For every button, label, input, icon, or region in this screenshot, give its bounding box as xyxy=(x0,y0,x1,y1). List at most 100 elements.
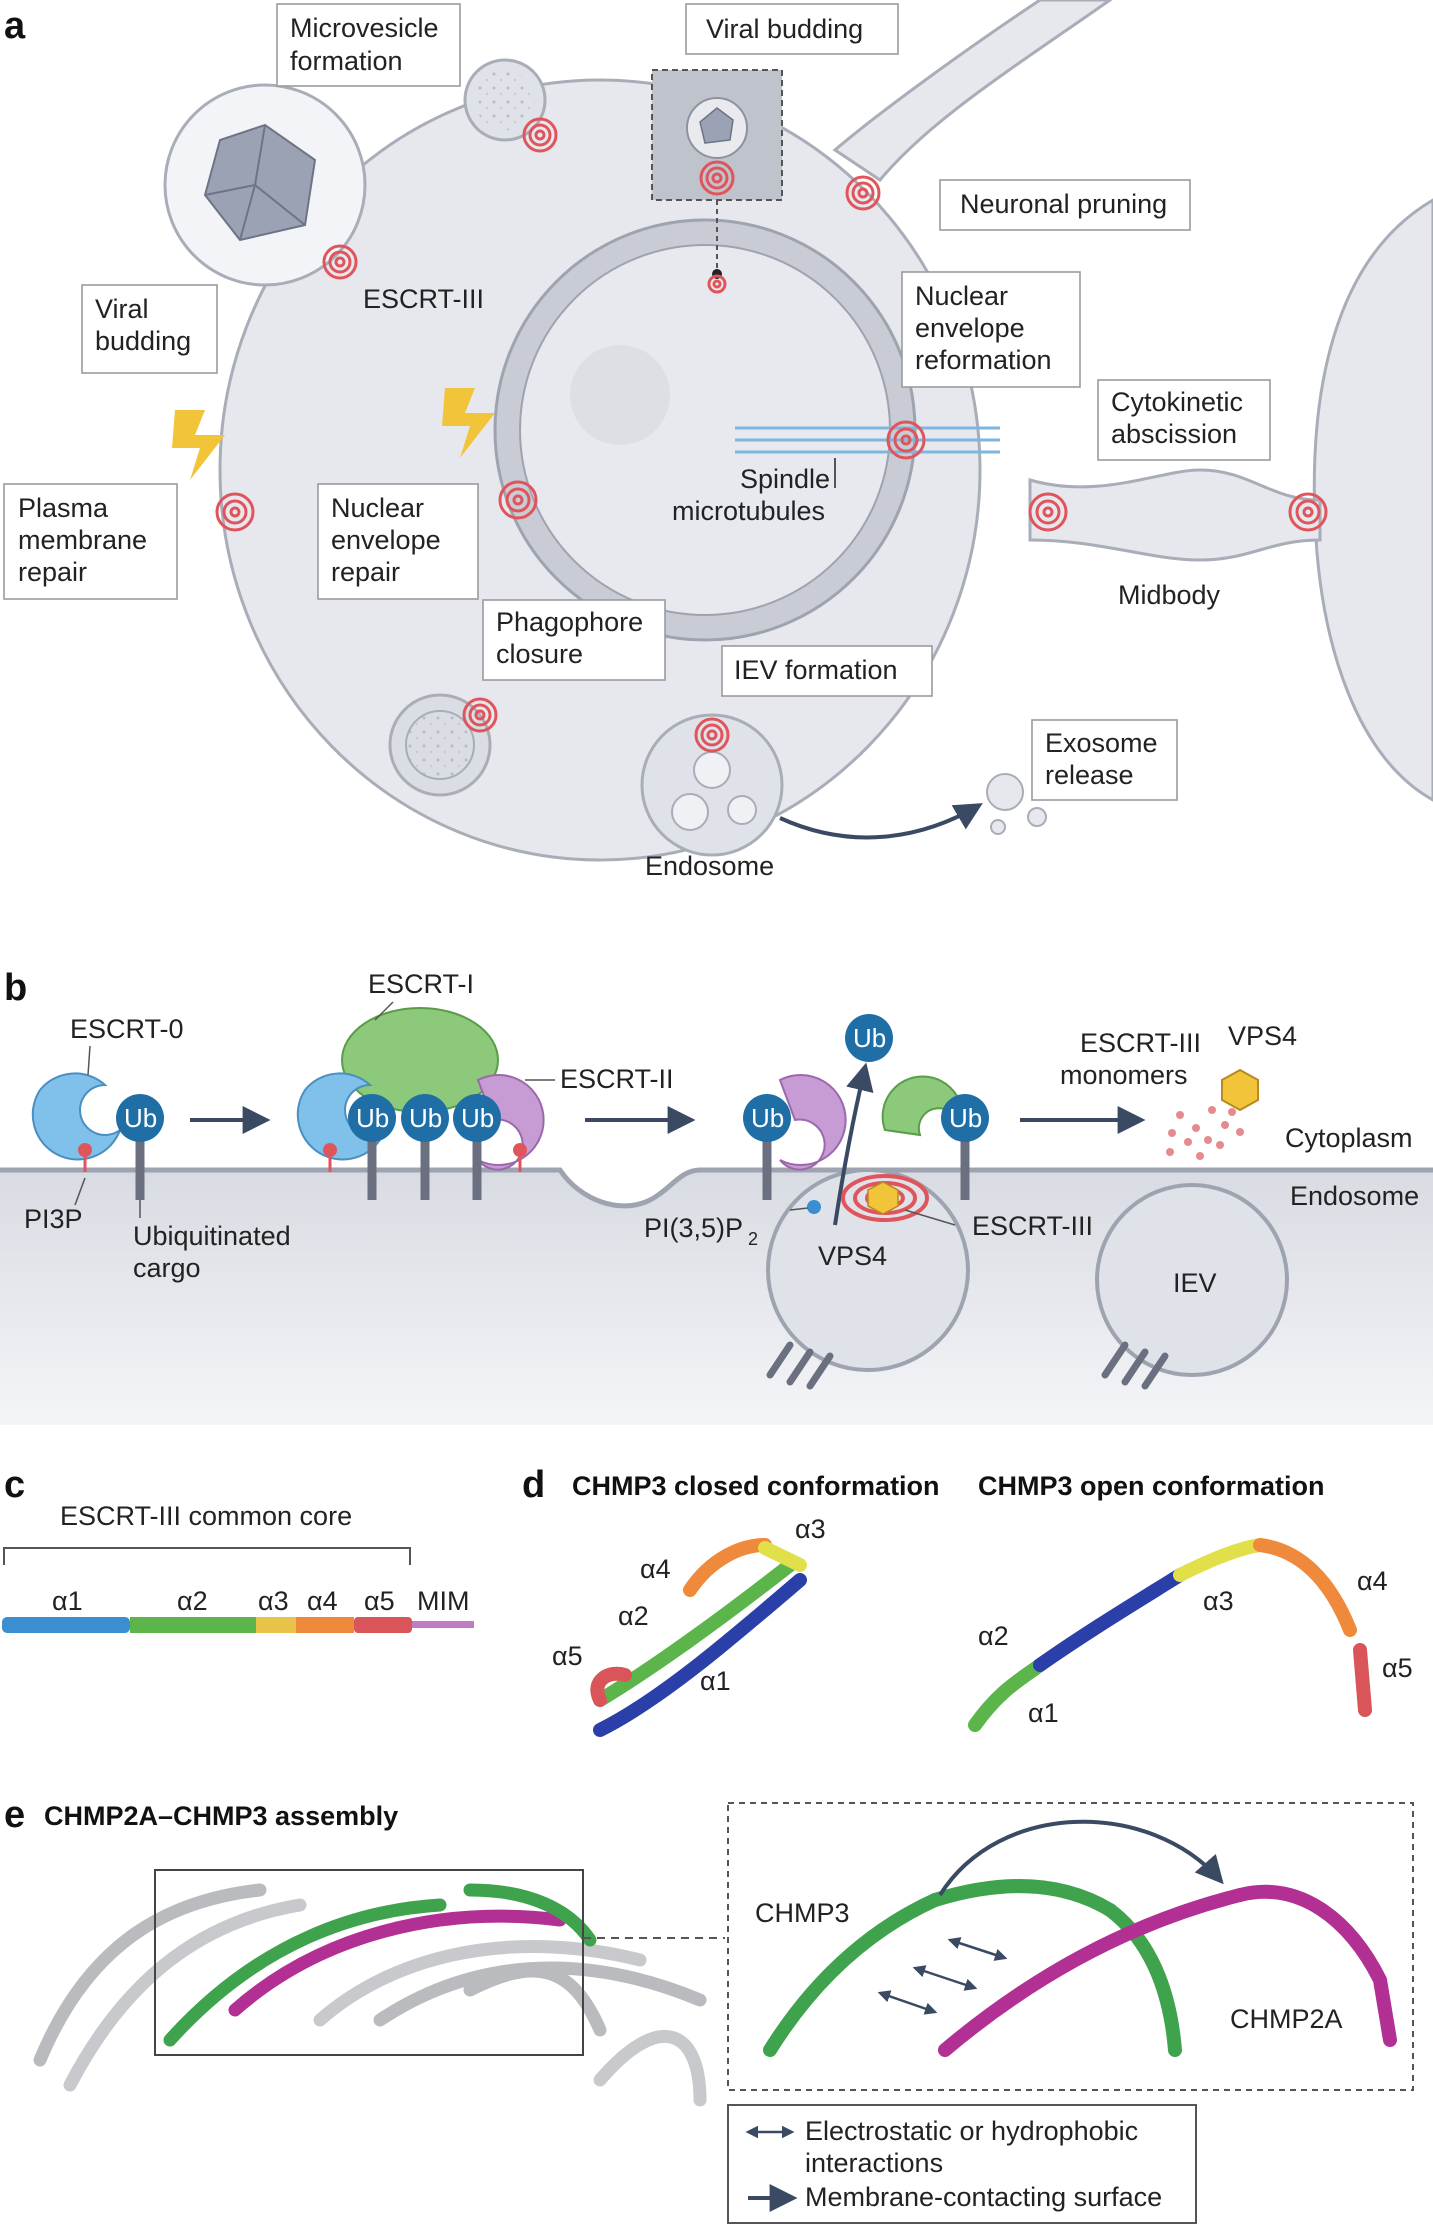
label-chmp2a: CHMP2A xyxy=(1230,2004,1343,2034)
escrt-spiral xyxy=(215,492,255,532)
panel-label-e: e xyxy=(4,1794,25,1836)
label-viral-budding-left: Viral budding xyxy=(81,284,218,374)
svg-text:Microvesicle: Microvesicle xyxy=(290,13,439,43)
escrt-spiral xyxy=(322,244,358,280)
label-viral-budding-top: Viral budding xyxy=(685,3,899,55)
ub-cargo-1: Ub xyxy=(116,1094,164,1200)
svg-text:Ub: Ub xyxy=(409,1103,442,1133)
svg-text:Ub: Ub xyxy=(356,1103,389,1133)
open-alpha5: α5 xyxy=(1382,1653,1413,1683)
closed-alpha4: α4 xyxy=(640,1554,671,1584)
label-nuclear-repair: Nuclear envelope repair xyxy=(317,483,479,600)
label-endosome-a: Endosome xyxy=(645,851,774,881)
svg-text:Ub: Ub xyxy=(124,1103,157,1133)
label-iev: IEV xyxy=(1173,1268,1217,1298)
label-vps4-b: VPS4 xyxy=(818,1241,887,1271)
chmp3-closed-structure xyxy=(590,1538,807,1737)
svg-text:Viral: Viral xyxy=(95,294,149,324)
svg-text:Spindle: Spindle xyxy=(740,464,830,494)
closed-alpha5: α5 xyxy=(552,1641,583,1671)
open-title: CHMP3 open conformation xyxy=(978,1471,1325,1501)
legend-single-label: Membrane-contacting surface xyxy=(805,2182,1162,2212)
closed-alpha3: α3 xyxy=(795,1514,826,1544)
label-pi3p: PI3P xyxy=(24,1204,83,1234)
label-phagophore: Phagophore closure xyxy=(482,599,666,681)
svg-text:membrane: membrane xyxy=(18,525,147,555)
svg-text:Phagophore: Phagophore xyxy=(496,607,643,637)
exosome-arrow xyxy=(779,803,983,840)
lightning-icon xyxy=(172,410,225,480)
core-bracket xyxy=(3,1547,411,1565)
escrt-spiral xyxy=(522,117,558,153)
assembly-zoom-box xyxy=(154,1869,584,2056)
label-nuclear-reformation: Nuclear envelope reformation xyxy=(901,271,1081,388)
label-midbody: Midbody xyxy=(1118,580,1221,610)
label-escrt3-a: ESCRT-III xyxy=(363,284,484,314)
label-escrt1: ESCRT-I xyxy=(368,969,474,999)
segment-alpha4 xyxy=(296,1617,354,1633)
closed-alpha2: α2 xyxy=(618,1601,649,1631)
label-plasma-repair: Plasma membrane repair xyxy=(3,483,178,600)
svg-text:Ub: Ub xyxy=(461,1103,494,1133)
label-alpha3: α3 xyxy=(258,1586,289,1616)
midbody-bridge xyxy=(1028,468,1322,562)
label-chmp3: CHMP3 xyxy=(755,1898,850,1928)
exosome xyxy=(990,819,1006,835)
panel-label-a: a xyxy=(4,5,26,47)
label-mim: MIM xyxy=(417,1586,469,1616)
vps4-icon xyxy=(1221,1068,1259,1112)
escrt-complex-2: Ub Ub Ub xyxy=(296,1007,545,1200)
label-spindle: Spindle microtubules xyxy=(672,458,836,526)
escrt-spiral xyxy=(1028,492,1068,532)
svg-text:Ub: Ub xyxy=(949,1103,982,1133)
open-alpha1: α1 xyxy=(1028,1698,1059,1728)
label-escrt2: ESCRT-II xyxy=(560,1064,674,1094)
svg-text:microtubules: microtubules xyxy=(672,496,825,526)
label-vps4-top: VPS4 xyxy=(1228,1021,1297,1051)
zoom-structures xyxy=(763,1879,1397,2057)
svg-text:repair: repair xyxy=(331,557,400,587)
svg-text:closure: closure xyxy=(496,639,583,669)
lightning-icon xyxy=(442,388,495,458)
label-escrt3-b: ESCRT-III xyxy=(972,1211,1093,1241)
svg-text:abscission: abscission xyxy=(1111,419,1237,449)
svg-text:Neuronal pruning: Neuronal pruning xyxy=(960,189,1167,219)
legend-double-label-1: Electrostatic or hydrophobic xyxy=(805,2116,1138,2146)
legend-double-label-2: interactions xyxy=(805,2148,943,2178)
svg-text:ESCRT-III: ESCRT-III xyxy=(1080,1028,1201,1058)
escrt-spiral xyxy=(886,420,926,460)
svg-text:Nuclear: Nuclear xyxy=(331,493,424,523)
assembly-title: CHMP2A–CHMP3 assembly xyxy=(44,1801,398,1831)
svg-text:Ubiquitinated: Ubiquitinated xyxy=(133,1221,291,1251)
segment-mim xyxy=(412,1621,474,1628)
chmp3-open-structure xyxy=(968,1538,1372,1732)
label-cargo: Ubiquitinated cargo xyxy=(133,1200,291,1283)
svg-text:envelope: envelope xyxy=(915,313,1025,343)
escrt3-monomers xyxy=(1166,1106,1244,1160)
escrt-spiral xyxy=(845,175,881,211)
membrane-surface-arrow xyxy=(938,1819,1224,1897)
escrt-complex-3: Ub Ub Ub xyxy=(743,1014,989,1226)
closed-alpha1: α1 xyxy=(700,1666,731,1696)
label-monomers: ESCRT-III monomers xyxy=(1060,1028,1201,1090)
svg-text:envelope: envelope xyxy=(331,525,441,555)
label-cytoplasm: Cytoplasm xyxy=(1285,1123,1413,1153)
segment-alpha2 xyxy=(130,1617,256,1633)
svg-text:formation: formation xyxy=(290,46,403,76)
svg-text:Exosome: Exosome xyxy=(1045,728,1158,758)
label-alpha4: α4 xyxy=(307,1586,338,1616)
domain-bar xyxy=(2,1617,474,1633)
escrt-spiral xyxy=(699,160,735,196)
svg-text:Cytokinetic: Cytokinetic xyxy=(1111,387,1243,417)
svg-text:IEV formation: IEV formation xyxy=(734,655,898,685)
label-endosome-b: Endosome xyxy=(1290,1181,1419,1211)
svg-text:release: release xyxy=(1045,760,1134,790)
open-alpha3: α3 xyxy=(1203,1586,1234,1616)
panel-label-c: c xyxy=(4,1464,25,1506)
legend: Electrostatic or hydrophobic interaction… xyxy=(727,2104,1197,2224)
escrt-spiral xyxy=(498,480,538,520)
segment-alpha3 xyxy=(256,1617,296,1633)
label-exosome: Exosome release xyxy=(1031,719,1178,801)
escrt-spiral xyxy=(707,274,727,294)
svg-text:repair: repair xyxy=(18,557,87,587)
